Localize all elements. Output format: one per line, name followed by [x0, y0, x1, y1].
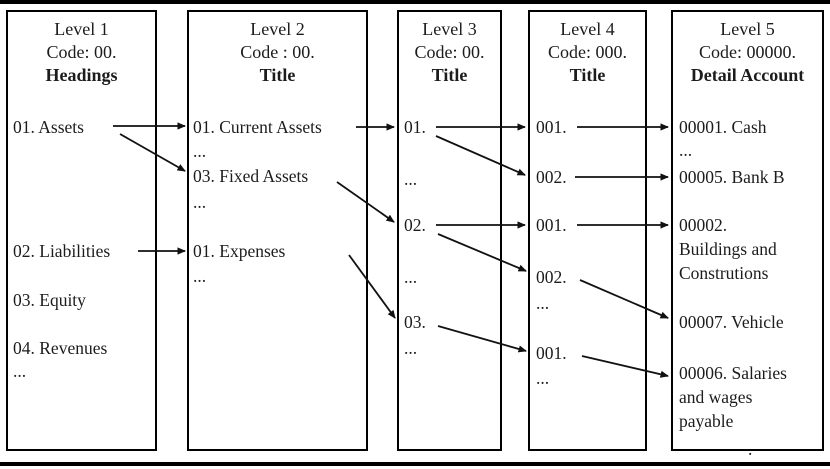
account-item: 002. — [536, 167, 567, 187]
account-item: 00005. Bank B — [679, 167, 785, 187]
level-4-type: Title — [569, 65, 606, 85]
level-2-box: Level 2 Code : 00. Title — [187, 10, 368, 451]
account-item: 00007. Vehicle — [679, 312, 784, 332]
account-item: 02. — [404, 215, 426, 235]
level-1-type: Headings — [45, 65, 118, 85]
level-5-title: Level 5 — [720, 19, 775, 39]
account-item: 02. Liabilities — [13, 241, 111, 261]
account-item: ... — [679, 140, 693, 160]
level-4-code: Code: 000. — [548, 42, 627, 62]
account-item: 001. — [536, 215, 567, 235]
level-3-code: Code: 00. — [414, 42, 485, 62]
account-item: ... — [193, 266, 207, 286]
account-item: ... — [536, 293, 550, 313]
account-item: 01. Expenses — [193, 241, 286, 261]
account-item: 01. — [404, 117, 426, 137]
bottom-border-rule — [0, 462, 830, 466]
top-border-rule — [0, 0, 830, 4]
account-item: 00006. Salaries and wages payable — [679, 363, 787, 431]
level-1-code: Code: 00. — [46, 42, 117, 62]
level-5-header: Level 5 Code: 00000. Detail Account — [673, 12, 822, 87]
level-3-box: Level 3 Code: 00. Title — [397, 10, 502, 451]
level-1-title: Level 1 — [54, 19, 109, 39]
level-5-box: Level 5 Code: 00000. Detail Account — [671, 10, 824, 451]
level-1-header: Level 1 Code: 00. Headings — [8, 12, 155, 87]
account-item: 04. Revenues — [13, 338, 108, 358]
level-2-type: Title — [259, 65, 296, 85]
account-item: 002. — [536, 267, 567, 287]
account-item: 03. Fixed Assets — [193, 166, 309, 186]
level-2-title: Level 2 — [250, 19, 305, 39]
account-item: ... — [404, 267, 418, 287]
level-3-header: Level 3 Code: 00. Title — [399, 12, 500, 87]
level-5-code: Code: 00000. — [699, 42, 796, 62]
level-4-header: Level 4 Code: 000. Title — [530, 12, 645, 87]
account-item: 01. Current Assets — [193, 117, 322, 137]
account-item: 00002. Buildings and Construtions — [679, 215, 777, 283]
account-item: ... — [536, 368, 550, 388]
account-item: ... — [404, 169, 418, 189]
account-item: 00001. Cash — [679, 117, 767, 137]
level-3-title: Level 3 — [422, 19, 477, 39]
level-4-box: Level 4 Code: 000. Title — [528, 10, 647, 451]
account-item: ... — [404, 338, 418, 358]
account-item: 01. Assets — [13, 117, 84, 137]
account-item: 03. Equity — [13, 290, 86, 310]
account-item: . — [748, 439, 753, 459]
account-item: 001. — [536, 343, 567, 363]
account-item: 03. — [404, 312, 426, 332]
level-2-code: Code : 00. — [240, 42, 315, 62]
level-3-type: Title — [431, 65, 468, 85]
level-1-box: Level 1 Code: 00. Headings — [6, 10, 157, 451]
account-item: ... — [193, 141, 207, 161]
account-item: ... — [193, 192, 207, 212]
level-5-type: Detail Account — [690, 65, 805, 85]
account-item: 001. — [536, 117, 567, 137]
level-2-header: Level 2 Code : 00. Title — [189, 12, 366, 87]
account-item: ... — [13, 361, 27, 381]
level-4-title: Level 4 — [560, 19, 615, 39]
